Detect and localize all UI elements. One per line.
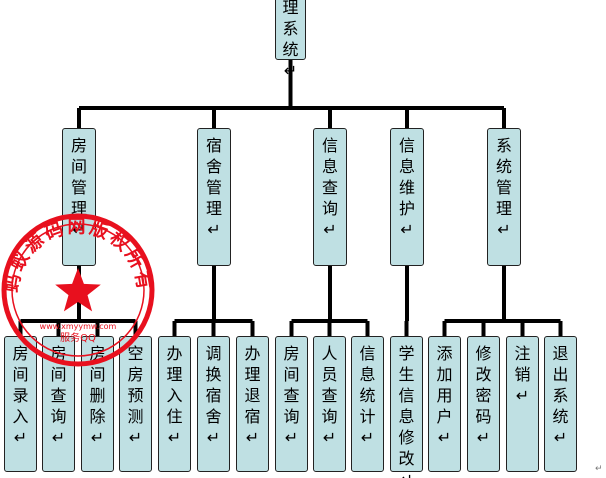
seal-star-icon [55,268,101,312]
box-label: 房间查询↵ [283,344,300,447]
box-label: 办理退宿↵ [244,344,261,447]
branch-node: 房间管理↵ [62,128,96,266]
branch-node: 宿舍管理↵ [197,128,231,266]
seal-inner-ring [11,223,145,357]
branch-node: 信息维护↵ [390,128,424,266]
leaf-node: 人员查询↵ [313,336,346,472]
leaf-node: 房间录入↵ [4,336,37,472]
branch-node: 信息查询↵ [313,128,347,266]
leaf-node: 添加用户↵ [428,336,461,472]
box-label: 空房预测↵ [127,344,144,447]
box-label: 学生信息修改↵ [398,344,415,478]
seal-outer-ring [1,213,155,367]
branch-node: 系统管理↵ [487,128,521,266]
leaf-node: 修改密码↵ [467,336,500,472]
leaf-node: 注销↵ [506,336,539,472]
box-label: 信息查询↵ [321,136,338,239]
box-label: 退出系统↵ [552,344,569,447]
leaf-node: 房间查询↵ [275,336,308,472]
leaf-node: 退出系统↵ [544,336,577,472]
box-label: 宿舍管理↵ [205,136,222,239]
root-node: 理系统↵ [275,0,306,80]
box-label: 添加用户↵ [436,344,453,447]
box-label: 人员查询↵ [321,344,338,447]
seal-inner-text: 服务QQ [60,331,96,344]
leaf-node: 信息统计↵ [351,336,384,472]
watermark-seal: 蚂蚁源码网版权所有 www.xmyymw.com 服务QQ [1,213,155,367]
leaf-node: 调换宿舍↵ [197,336,230,472]
box-label: 系统管理↵ [495,136,512,239]
box-label: 修改密码↵ [475,344,492,447]
box-label: 理系统↵ [282,0,299,80]
box-label: 办理入住↵ [166,344,183,447]
leaf-node: 学生信息修改↵ [390,336,423,478]
page-end-mark: ↵ [595,464,603,474]
box-label: 信息统计↵ [359,344,376,447]
box-label: 注销↵ [514,344,531,405]
box-label: 房间录入↵ [12,344,29,447]
leaf-node: 房间查询↵ [42,336,75,472]
leaf-node: 空房预测↵ [119,336,152,472]
box-label: 调换宿舍↵ [205,344,222,447]
box-label: 信息维护↵ [398,136,415,239]
leaf-node: 办理入住↵ [158,336,191,472]
seal-url: www.xmyymw.com [40,322,117,331]
leaf-node: 办理退宿↵ [236,336,269,472]
